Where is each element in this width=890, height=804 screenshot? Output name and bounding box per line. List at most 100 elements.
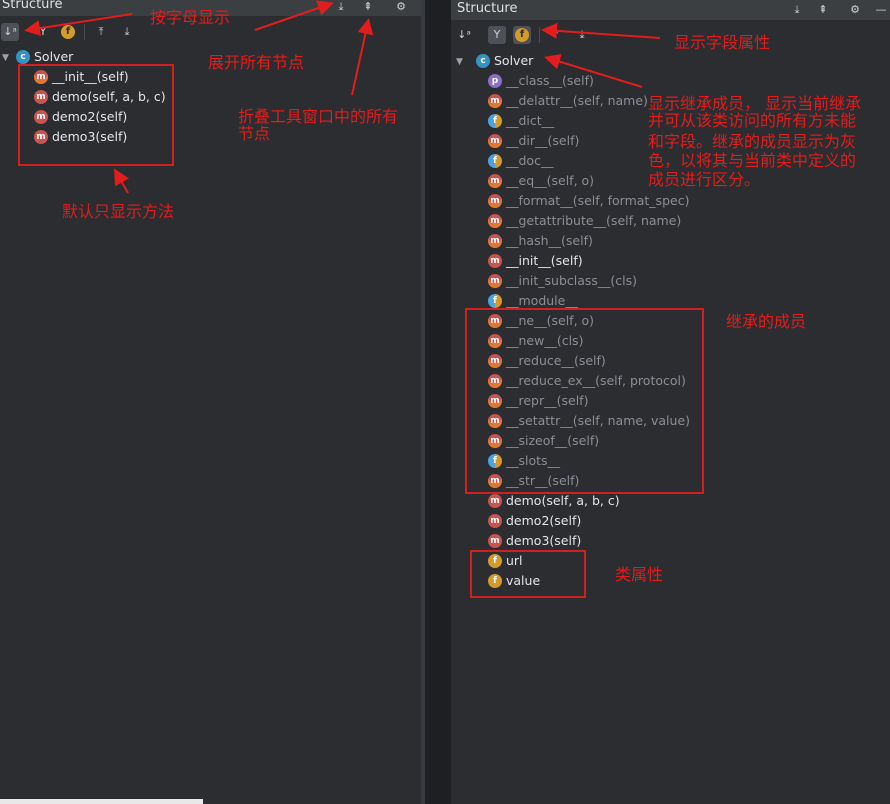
bottom-strip (0, 799, 203, 804)
annotation-inherited-members: 继承的成员 (726, 312, 807, 331)
fields-icon[interactable]: f (59, 23, 77, 41)
tree-item[interactable]: m__init__(self) (488, 251, 728, 271)
tree-item-label: __init__(self) (506, 253, 583, 268)
tree-item-label: __eq__(self, o) (506, 173, 595, 188)
gear-icon[interactable]: ⚙ (850, 3, 860, 16)
gear-icon[interactable]: ⚙ (396, 0, 406, 13)
tree-item[interactable]: m__str__(self) (488, 471, 728, 491)
nav-up-icon[interactable]: ⤒ (98, 25, 104, 38)
tree-item-label: __init__(self) (52, 69, 129, 84)
method-icon: m (488, 514, 502, 528)
method-icon: m (488, 494, 502, 508)
tree-item[interactable]: m__ne__(self, o) (488, 311, 728, 331)
tree-item[interactable]: m__setattr__(self, name, value) (488, 411, 728, 431)
minimize-icon[interactable]: — (875, 3, 887, 16)
tree-item[interactable]: f__module__ (488, 291, 728, 311)
chevron-down-icon[interactable]: ▼ (2, 53, 9, 63)
tree-item[interactable]: m __reduce__(self) (488, 351, 728, 371)
tree-item[interactable]: m__dir__(self) (488, 131, 728, 151)
sort-alpha-icon[interactable]: ↓ᵃ (1, 23, 19, 41)
method-icon: m (488, 174, 502, 188)
tree-item[interactable]: m __new__(cls) (488, 331, 728, 351)
annotation-show-fields: 显示字段属性 (674, 33, 771, 52)
tree-root-solver[interactable]: ▼ c Solver (456, 51, 656, 71)
tree-item[interactable]: m__reduce_ex__(self, protocol) (488, 371, 728, 391)
field-icon: f (488, 154, 502, 168)
method-icon: m (34, 70, 48, 84)
tree-item-label: __slots__ (506, 453, 561, 468)
tree-item[interactable]: m__format__(self, format_spec) (488, 191, 728, 211)
nav-down-icon[interactable]: ⤓ (579, 28, 585, 41)
tree-item-label: __sizeof__(self) (506, 433, 600, 448)
toolbar-separator (84, 24, 85, 40)
left-toolbar: ↓ᵃ Y f ⤒ ⤓ (0, 22, 421, 44)
tree-item[interactable]: f __slots__ (488, 451, 728, 471)
annotation-collapse-all-1: 折叠工具窗口中的所有 (238, 107, 399, 126)
method-icon: m (34, 110, 48, 124)
tree-item[interactable]: m__init_subclass__(cls) (488, 271, 728, 291)
left-structure-panel: Structure ⤓ ⇞ ⚙ ↓ᵃ Y f ⤒ ⤓ ▼ c Solver m … (0, 0, 421, 804)
expand-all-icon[interactable]: ⤓ (338, 0, 344, 13)
tree-item[interactable]: m__getattribute__(self, name) (488, 211, 728, 231)
tree-item[interactable]: m demo2(self) (34, 107, 214, 127)
tree-item-label: __class__(self) (506, 73, 594, 88)
right-titlebar: Structure ⤓ ⇞ ⚙ — (451, 0, 890, 21)
sort-alpha-icon[interactable]: ↓ᵃ (457, 28, 471, 41)
collapse-all-icon[interactable]: ⇞ (363, 0, 373, 13)
field-icon: f (488, 554, 502, 568)
method-icon: m (488, 354, 502, 368)
expand-all-icon[interactable]: ⤓ (794, 3, 800, 16)
tree-item[interactable]: f __doc__ (488, 151, 728, 171)
method-icon: m (488, 334, 502, 348)
tree-item[interactable]: m__repr__(self) (488, 391, 728, 411)
tree-root-label: Solver (34, 49, 74, 64)
tree-item[interactable]: m __init__(self) (34, 67, 214, 87)
tree-item[interactable]: m__delattr__(self, name) (488, 91, 728, 111)
tree-root-solver[interactable]: ▼ c Solver (2, 47, 202, 67)
fields-icon[interactable]: f (513, 26, 531, 44)
field-icon: f (488, 574, 502, 588)
method-icon: m (488, 214, 502, 228)
annotation-inherited-5: 成员进行区分。 (648, 170, 761, 189)
tree-item-label: demo2(self) (52, 109, 128, 124)
tree-item[interactable]: m__hash__(self) (488, 231, 728, 251)
annotation-inherited-1: 显示继承成员， 显示当前继承 (648, 94, 862, 113)
tree-item-label: __new__(cls) (506, 333, 584, 348)
tree-item[interactable]: m demo3(self) (34, 127, 214, 147)
inherited-icon[interactable]: Y (39, 25, 47, 38)
tree-item[interactable]: m __eq__(self, o) (488, 171, 728, 191)
tree-item[interactable]: f__dict__ (488, 111, 728, 131)
inherited-icon[interactable]: Y (488, 26, 506, 44)
method-icon: m (34, 130, 48, 144)
nav-down-icon[interactable]: ⤓ (124, 25, 130, 38)
highlight-box-default-methods (18, 64, 174, 166)
method-icon: m (488, 274, 502, 288)
method-icon: m (488, 414, 502, 428)
annotation-inherited-4: 色，以将其与当前类中定义的 (648, 151, 857, 170)
tree-item[interactable]: m__sizeof__(self) (488, 431, 728, 451)
tree-item-label: __reduce__(self) (506, 353, 606, 368)
tree-item-label: __repr__(self) (506, 393, 589, 408)
tree-item-label: url (506, 553, 523, 568)
chevron-down-icon[interactable]: ▼ (456, 57, 463, 67)
collapse-all-icon[interactable]: ⇞ (818, 3, 828, 16)
tree-item-label: __module__ (506, 293, 578, 308)
tree-item[interactable]: m demo(self, a, b, c) (34, 87, 214, 107)
method-icon: m (488, 314, 502, 328)
method-icon: m (488, 194, 502, 208)
tree-item[interactable]: p__class__(self) (488, 71, 728, 91)
tree-item-label: demo3(self) (506, 533, 582, 548)
tree-item-label: __dir__(self) (506, 133, 580, 148)
nav-up-icon[interactable]: ⤒ (553, 28, 559, 41)
tree-item-label: __str__(self) (506, 473, 580, 488)
field-icon: f (488, 454, 502, 468)
left-panel-title: Structure (2, 0, 63, 12)
annotation-expand-all: 展开所有节点 (208, 53, 305, 72)
tree-item-label: __doc__ (506, 153, 554, 168)
annotation-default-methods: 默认只显示方法 (62, 202, 175, 221)
